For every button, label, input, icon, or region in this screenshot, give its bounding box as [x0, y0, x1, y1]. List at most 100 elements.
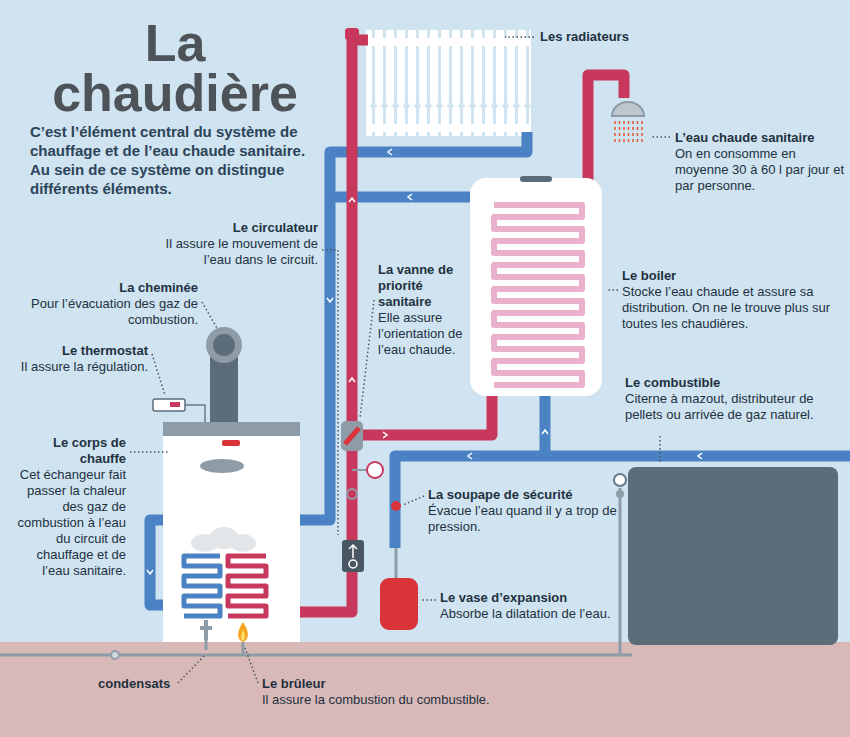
part-name: Le corps de chauffe	[12, 435, 126, 467]
spray-drop	[623, 127, 625, 130]
priority-valve	[341, 421, 363, 451]
flow-arrow	[388, 149, 392, 155]
tank-gauge	[614, 474, 626, 486]
spray-drop	[641, 139, 643, 142]
tank-gauge-valve	[616, 490, 624, 498]
gauge-pipe	[352, 469, 366, 471]
thermostat	[153, 399, 185, 411]
spray-drop	[623, 121, 625, 124]
priority-valve-lever	[345, 428, 359, 444]
flow-arrow	[542, 430, 548, 434]
title: La chaudière	[40, 18, 310, 118]
hot-pipes	[300, 40, 624, 612]
intro-text: C’est l’élément central du système de ch…	[30, 122, 325, 198]
part-name: Le circulateur	[150, 220, 318, 236]
radiator	[366, 30, 531, 136]
spray-drop	[614, 133, 616, 136]
combustion-gases	[191, 527, 256, 552]
part-name: Le boiler	[622, 268, 837, 284]
part-note: Stocke l’eau chaude et assure sa distrib…	[622, 284, 837, 332]
flow-arrow	[585, 218, 591, 222]
spray-drop	[641, 127, 643, 130]
expansion-vessel	[380, 578, 418, 630]
part-name: Le brûleur	[262, 676, 492, 692]
fuel-valve	[111, 651, 119, 659]
part-name: La vanne de priorité sanitaire	[378, 262, 468, 310]
spray-drop	[619, 127, 621, 130]
condensate-drain	[205, 640, 208, 650]
chimney-flue	[213, 334, 235, 356]
part-note: Évacue l’eau quand il y a trop de pressi…	[428, 503, 623, 535]
part-note: Il assure le mouvement de l’eau dans le …	[150, 236, 318, 268]
spray-drop	[637, 133, 639, 136]
circulator	[342, 540, 364, 572]
burner-feed	[242, 640, 245, 655]
thermostat-screen	[170, 402, 180, 407]
part-note: Il assure la combustion du combustible.	[262, 692, 492, 708]
circulator-arrow	[349, 545, 357, 558]
part-note: On en consomme en moyenne 30 à 60 l par …	[675, 146, 845, 194]
flow-arrow	[698, 453, 702, 459]
fuel-tank	[628, 467, 838, 645]
pressure-gauge	[367, 462, 383, 478]
spray-drop	[614, 127, 616, 130]
part-name: La soupape de sécurité	[428, 487, 623, 503]
spray-drop	[619, 139, 621, 142]
spray-drop	[632, 121, 634, 124]
boiler-display	[200, 459, 244, 473]
pipe-valve	[347, 489, 357, 499]
spray-drop	[637, 127, 639, 130]
flow-arrow	[349, 378, 355, 382]
condensate-pipe	[200, 620, 212, 640]
exchanger-cold	[184, 556, 220, 616]
flow-arrow	[383, 432, 387, 438]
part-name: Le thermostat	[10, 343, 148, 359]
spray-drop	[619, 133, 621, 136]
spray-drop	[637, 121, 639, 124]
spray-drop	[628, 121, 630, 124]
circulator-rotor	[349, 560, 357, 568]
flow-arrows	[147, 149, 702, 574]
spray-drop	[632, 127, 634, 130]
pipe-cap	[345, 28, 359, 40]
part-note: Il assure la régulation.	[10, 359, 148, 375]
flow-arrow	[327, 298, 333, 302]
burner-flame-core	[241, 630, 245, 641]
flow-arrow	[468, 453, 472, 459]
part-name: Les radiateurs	[540, 29, 670, 45]
tank-feed	[619, 488, 622, 655]
part-name: Le vase d’expansion	[440, 590, 615, 606]
part-name: condensats	[98, 676, 178, 692]
fuel-line	[0, 654, 632, 657]
part-name: La cheminée	[30, 280, 198, 296]
part-note: Cet échangeur fait passer la chaleur des…	[12, 467, 126, 579]
hot-water-tank	[470, 178, 602, 396]
tank-coil	[494, 205, 582, 385]
spray-drop	[632, 139, 634, 142]
part-name: Le combustible	[625, 375, 840, 391]
spray-drop	[623, 133, 625, 136]
part-name: L’eau chaude sanitaire	[675, 130, 845, 146]
part-note: Citerne à mazout, distributeur de pellet…	[625, 391, 840, 423]
spray-drop	[614, 121, 616, 124]
safety-valve	[391, 501, 401, 511]
spray-drop	[641, 133, 643, 136]
tank-cap	[520, 176, 552, 182]
boiler-body	[163, 422, 300, 642]
spray-drop	[628, 127, 630, 130]
floor	[0, 642, 850, 737]
boiler-light	[222, 440, 240, 446]
burner-flame	[238, 622, 248, 642]
chimney-outlet	[206, 327, 242, 363]
expansion-pipe	[395, 548, 398, 580]
part-note: Elle assure l’orientation de l’eau chaud…	[378, 310, 468, 358]
spray-drop	[614, 139, 616, 142]
spray-drop	[619, 121, 621, 124]
spray-drop	[637, 139, 639, 142]
part-note: Pour l’évacuation des gaz de combustion.	[30, 296, 198, 328]
boiler-top	[163, 422, 300, 436]
flow-arrow	[349, 198, 355, 202]
part-note: Absorbe la dilatation de l’eau.	[440, 606, 615, 622]
